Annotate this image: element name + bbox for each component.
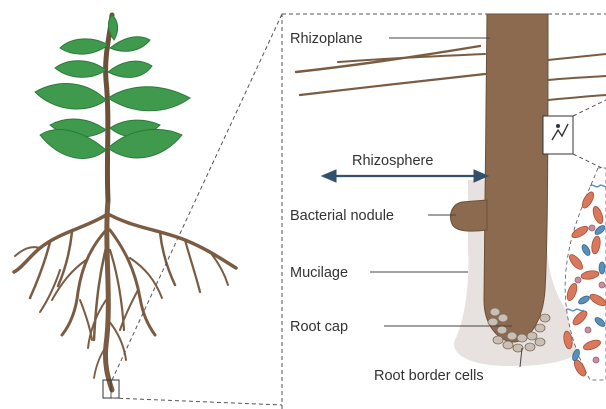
rhizosphere-arrow <box>322 170 488 182</box>
label-bacterial-nodule: Bacterial nodule <box>290 208 394 224</box>
root-hairs <box>296 46 606 100</box>
bacterial-nodule <box>450 200 487 231</box>
label-root-cap: Root cap <box>290 319 348 335</box>
plant-leaves <box>35 15 190 158</box>
microscope-inset <box>543 100 606 170</box>
label-rhizosphere: Rhizosphere <box>352 153 433 169</box>
plant-illustration <box>14 15 236 398</box>
label-root-border-cells: Root border cells <box>374 368 484 384</box>
microbial-community <box>562 168 606 380</box>
label-rhizoplane: Rhizoplane <box>290 31 363 47</box>
label-mucilage: Mucilage <box>290 265 348 281</box>
plant-root-system <box>14 200 236 390</box>
zoom-panel: Rhizoplane Rhizosphere Bacterial nodule … <box>282 14 606 409</box>
plant-stem <box>106 15 112 200</box>
main-root <box>484 14 548 342</box>
